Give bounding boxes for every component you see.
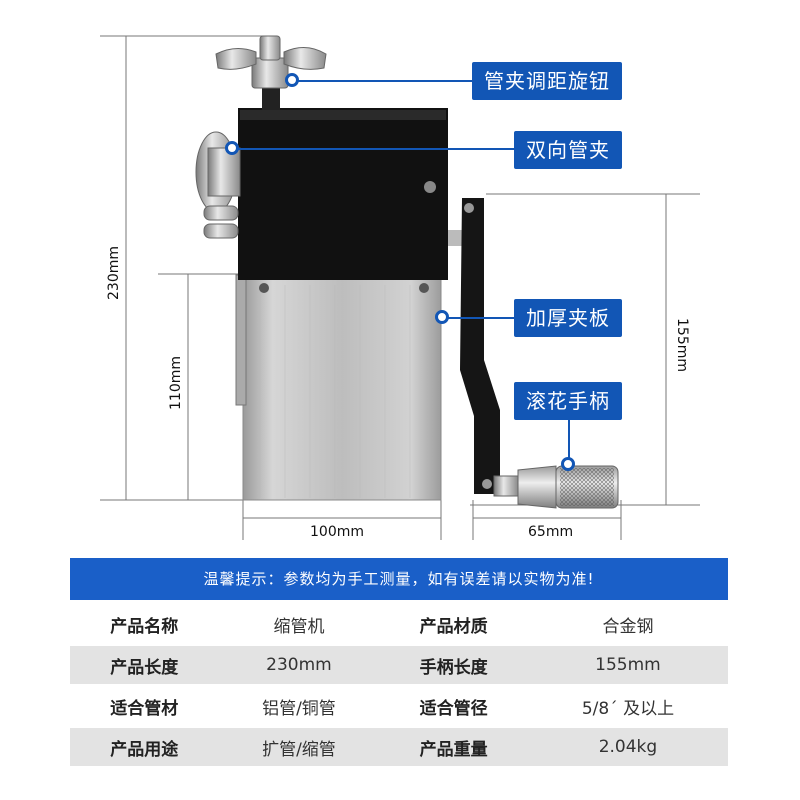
plate-brushed-texture xyxy=(259,285,411,498)
callout-dot-plate xyxy=(435,310,449,324)
tube-clamp-pin-2 xyxy=(203,223,239,239)
body-top-highlight xyxy=(240,110,446,120)
dim-height-total: 230mm xyxy=(106,246,122,300)
spec-value: 缩管机 xyxy=(218,605,380,643)
swager-body xyxy=(238,108,448,280)
dim-height-plate: 110mm xyxy=(168,356,184,410)
callout-plate-label: 加厚夹板 xyxy=(514,299,622,337)
callout-clamp-label: 双向管夹 xyxy=(514,131,622,169)
table-row: 产品用途 扩管/缩管 产品重量 2.04kg xyxy=(70,728,728,766)
spec-key: 手柄长度 xyxy=(379,646,528,684)
spec-value: 5/8´ 及以上 xyxy=(527,687,728,725)
plate-screw-right xyxy=(419,283,429,293)
spec-key: 产品名称 xyxy=(70,605,219,643)
spec-value: 铝管/铜管 xyxy=(218,687,380,725)
callout-dot-clamp xyxy=(225,141,239,155)
spec-value: 扩管/缩管 xyxy=(218,728,380,766)
crank-arm xyxy=(460,198,500,494)
dim-handle-length: 155mm xyxy=(674,318,690,372)
callout-dot-knob xyxy=(285,73,299,87)
callout-line-handle xyxy=(568,420,570,464)
body-pin xyxy=(424,181,436,193)
callout-knob-label: 管夹调距旋钮 xyxy=(472,62,622,100)
spec-key: 产品长度 xyxy=(70,646,219,684)
knurl-texture xyxy=(560,468,614,506)
spec-value: 合金钢 xyxy=(527,605,728,643)
callout-handle-label: 滚花手柄 xyxy=(514,382,622,420)
crank-bolt-top xyxy=(464,203,474,213)
crank-bolt-bottom xyxy=(482,479,492,489)
knob-collar xyxy=(251,57,289,89)
table-row: 适合管材 铝管/铜管 适合管径 5/8´ 及以上 xyxy=(70,687,728,725)
dimension-lines xyxy=(100,35,700,545)
spec-key: 产品材质 xyxy=(379,605,528,643)
table-row: 产品长度 230mm 手柄长度 155mm xyxy=(70,646,728,684)
dim-width-body: 100mm xyxy=(310,524,364,540)
callout-dot-handle xyxy=(561,457,575,471)
measurement-notice-banner: 温馨提示：参数均为手工测量，如有误差请以实物为准! xyxy=(70,558,728,600)
tube-clamp-pin-1 xyxy=(203,205,239,221)
spec-value: 230mm xyxy=(218,646,380,684)
knob-top xyxy=(259,35,281,61)
handle-shaft xyxy=(493,475,519,497)
plate-side-edge xyxy=(235,274,247,406)
spec-key: 适合管材 xyxy=(70,687,219,725)
product-figure: 管夹调距旋钮 双向管夹 加厚夹板 滚花手柄 230mm 110mm 155mm … xyxy=(100,35,700,545)
knob-wing-right xyxy=(283,47,327,70)
callout-line-clamp xyxy=(232,148,514,150)
spec-table: 产品名称 缩管机 产品材质 合金钢 产品长度 230mm 手柄长度 155mm … xyxy=(70,602,728,769)
tube-clamp-body xyxy=(207,147,241,197)
dim-width-handle: 65mm xyxy=(528,524,574,540)
knob-wing-left xyxy=(215,48,257,70)
plate-screw-left xyxy=(259,283,269,293)
tube-swager-illustration xyxy=(100,35,700,545)
spec-key: 产品重量 xyxy=(379,728,528,766)
spec-value: 2.04kg xyxy=(527,728,728,766)
spec-key: 产品用途 xyxy=(70,728,219,766)
callout-line-plate xyxy=(442,317,514,319)
callout-line-knob xyxy=(292,80,472,82)
handle-neck xyxy=(517,465,557,509)
clamp-plate xyxy=(242,271,442,501)
spec-key: 适合管径 xyxy=(379,687,528,725)
spec-value: 155mm xyxy=(527,646,728,684)
table-row: 产品名称 缩管机 产品材质 合金钢 xyxy=(70,605,728,643)
crank-axle xyxy=(448,230,462,246)
